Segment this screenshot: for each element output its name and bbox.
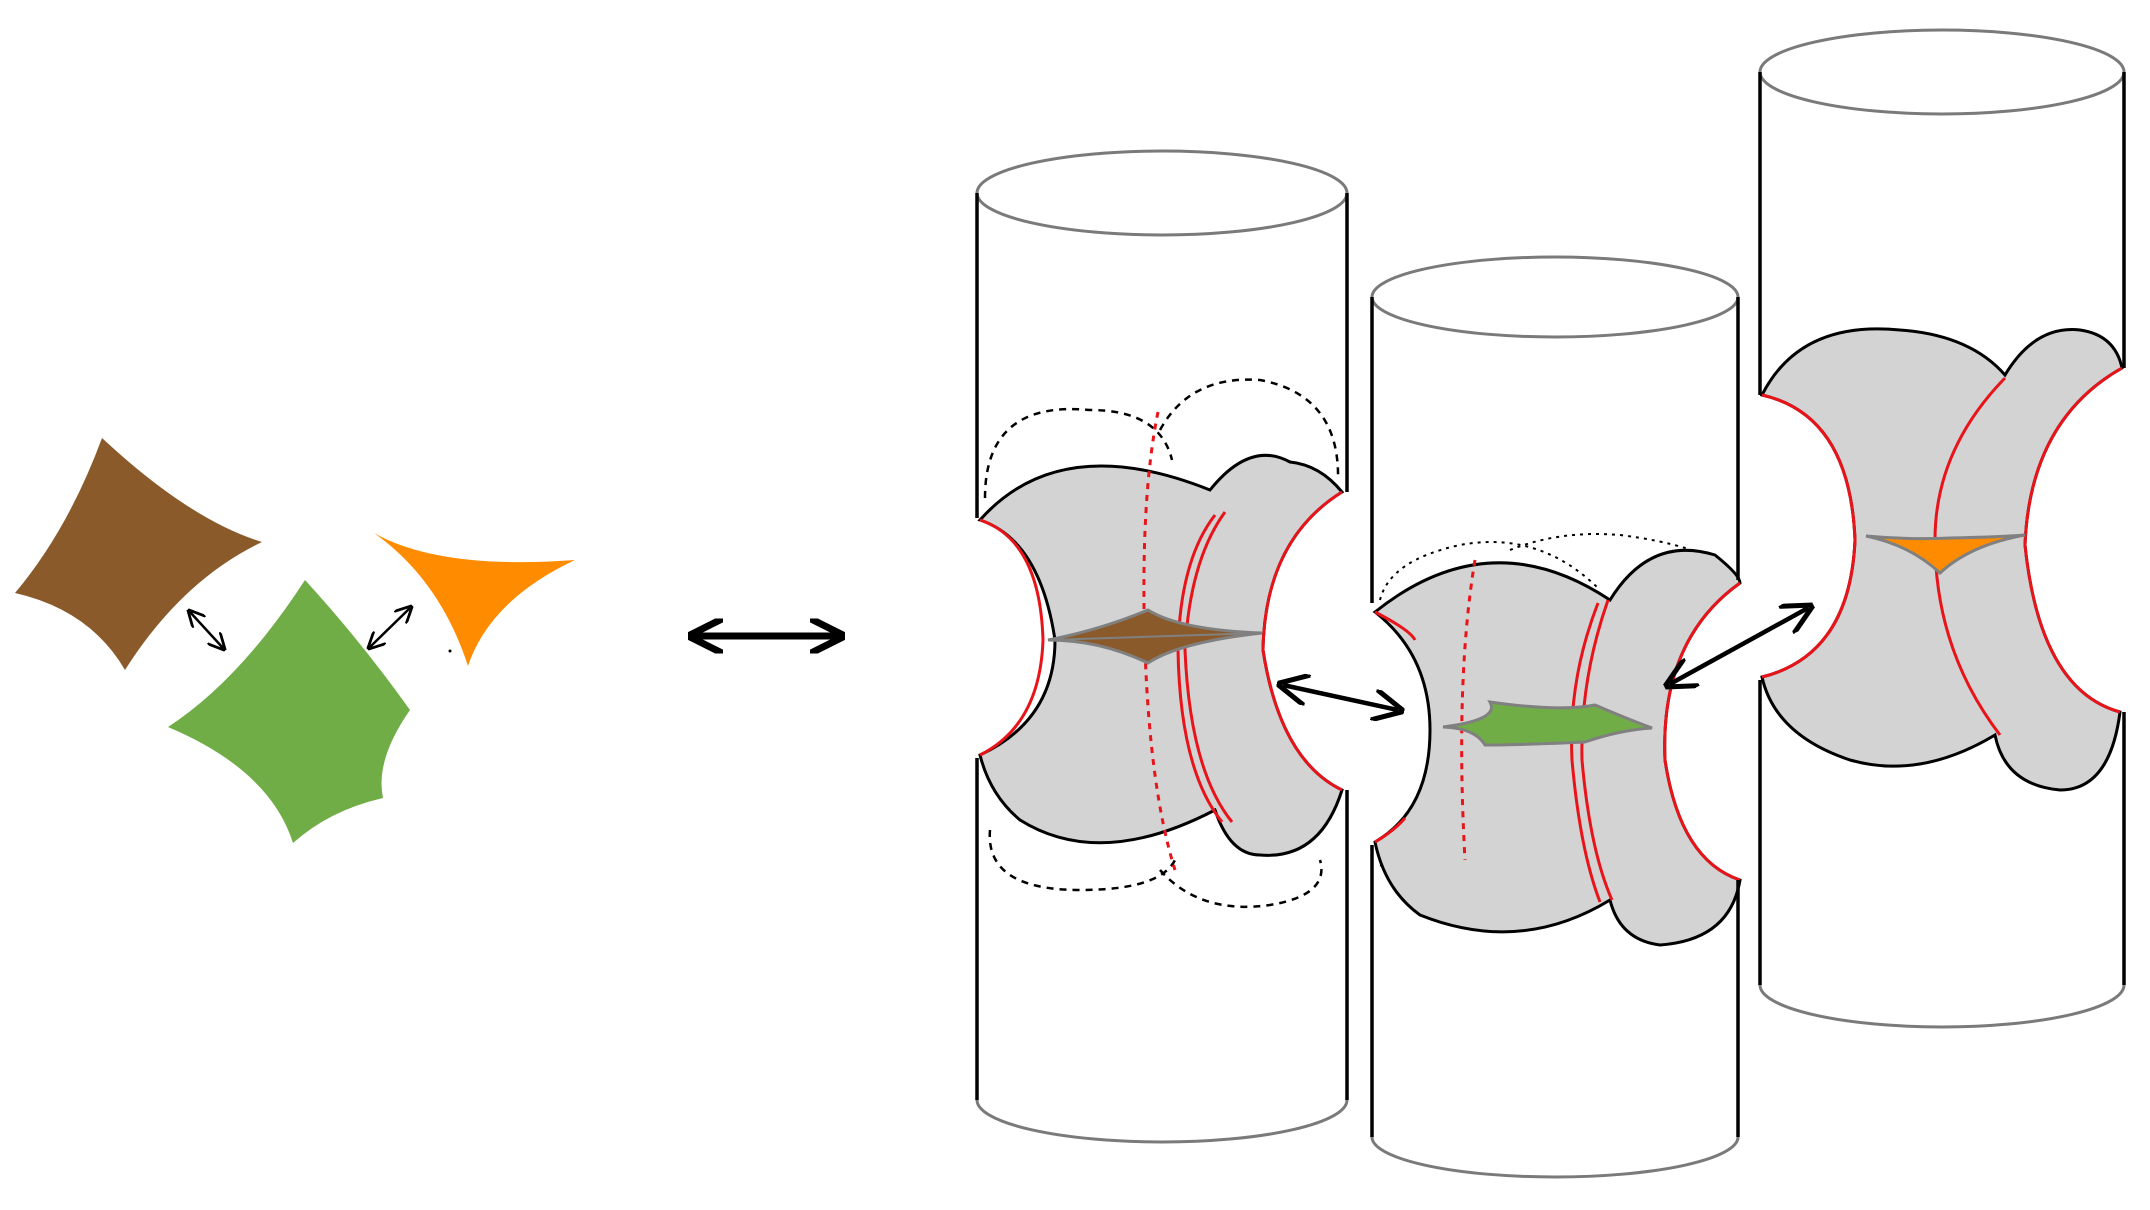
stray-dot (448, 649, 452, 653)
arrow-green-orange (370, 608, 410, 647)
cylinder-bottom-rim (975, 1099, 1349, 1144)
green-concave-quadrilateral (168, 580, 410, 843)
arrow-cylinder-2-3 (1670, 608, 1808, 684)
cylinder-brown (975, 149, 1349, 1144)
arrow-brown-green (190, 612, 223, 648)
brown-concave-quadrilateral (15, 438, 262, 670)
cylinder-green (1370, 255, 1742, 1179)
cylinder-top-rim (975, 149, 1349, 237)
cylinder-surface (1372, 548, 1742, 947)
cylinder-top-rim (1370, 255, 1740, 339)
orange-concave-triangle (374, 533, 575, 666)
cylinder-bottom-rim (1758, 984, 2126, 1029)
embedded-orange-polygon (1865, 533, 2026, 576)
cylinder-bottom-rim (1370, 1136, 1740, 1179)
arrow-cylinder-1-2 (1283, 685, 1398, 710)
embedded-green-polygon (1442, 700, 1653, 747)
cylinder-orange (1758, 28, 2126, 1029)
cylinder-top-rim (1758, 28, 2126, 116)
